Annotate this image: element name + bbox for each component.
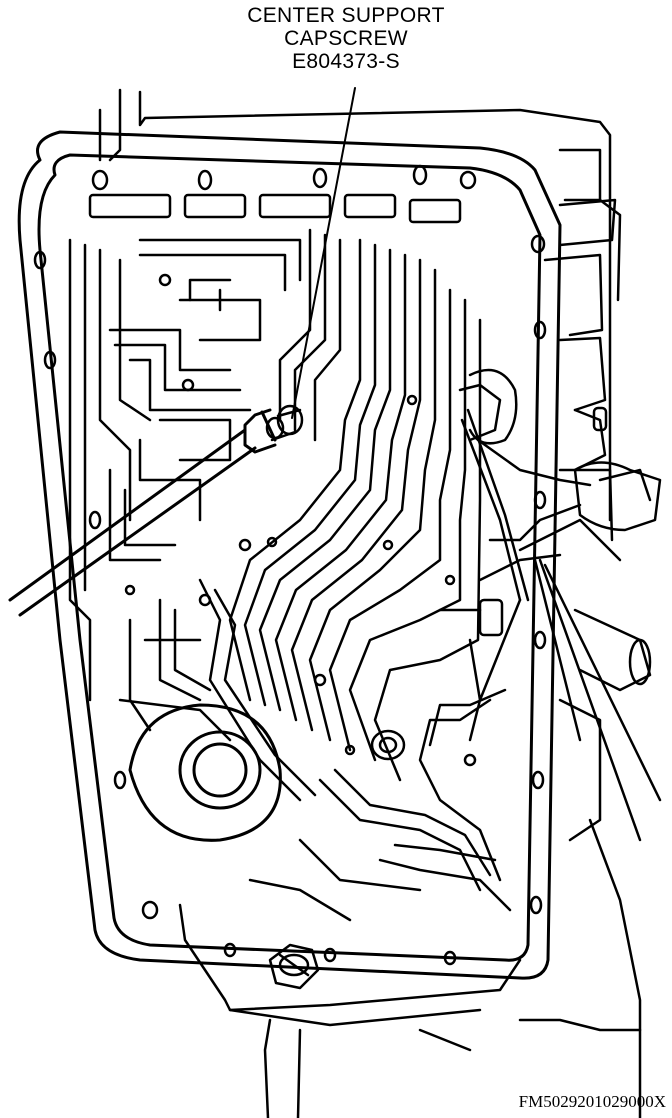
gasket-outline bbox=[17, 130, 562, 980]
callout-leader-line bbox=[291, 87, 356, 419]
plate-top-slots bbox=[88, 193, 462, 224]
gasket-bolt-holes bbox=[33, 164, 547, 966]
callout-line-3: E804373-S bbox=[292, 50, 400, 73]
extension-tool-icon bbox=[8, 408, 277, 617]
solenoid-connector bbox=[438, 368, 662, 842]
valve-body-passages bbox=[68, 228, 512, 922]
figure-id: FM5029201029000X bbox=[518, 1092, 666, 1111]
bracket-nut-icon bbox=[268, 943, 320, 990]
small-bore bbox=[370, 729, 406, 761]
callout-label: CENTER SUPPORT CAPSCREW E804373-S bbox=[196, 4, 496, 73]
callout-line-1: CENTER SUPPORT bbox=[247, 4, 445, 27]
accumulator-bore bbox=[128, 703, 282, 842]
callout-line-2: CAPSCREW bbox=[284, 27, 408, 50]
check-ball-pockets bbox=[124, 273, 477, 767]
support-bracket bbox=[178, 903, 522, 1118]
